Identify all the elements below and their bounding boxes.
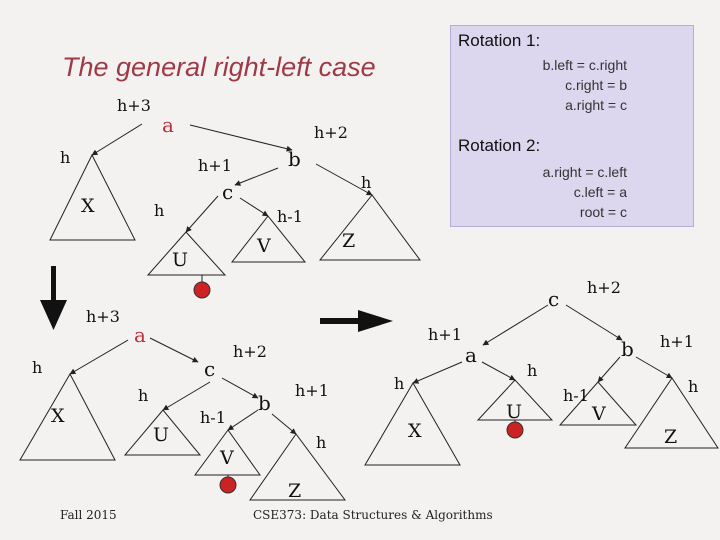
transition-arrow-down-icon (40, 266, 67, 330)
height-label: h (316, 433, 326, 452)
height-label: h+3 (86, 307, 120, 326)
height-label: h (60, 148, 70, 167)
subtree-u (123, 409, 202, 456)
rotation1-line: b.left = c.right (542, 57, 627, 73)
slide-title: The general right-left case (62, 52, 376, 82)
edge-c-u (185, 195, 219, 233)
inserted-node-icon (506, 421, 524, 439)
rotation2-line: a.right = c.left (542, 164, 627, 180)
height-label: h+2 (233, 342, 267, 361)
node-c: c (548, 287, 559, 311)
edge-b-v (597, 356, 621, 383)
height-label: h (32, 358, 42, 377)
tree-after-rotation-1 (19, 337, 346, 501)
subtree-u-label: U (172, 249, 188, 271)
subtree-z-label: Z (342, 230, 355, 252)
rotation2-line: c.left = a (573, 184, 627, 200)
subtree-z (624, 377, 719, 449)
height-label: h (394, 374, 404, 393)
edge-a-x (69, 339, 129, 375)
edge-b-z (635, 356, 673, 379)
height-label: h (154, 201, 164, 220)
node-c: c (222, 180, 233, 204)
subtree-z-label: Z (664, 426, 677, 448)
subtree-u (146, 231, 227, 276)
subtree-x (364, 382, 461, 466)
edge-c-v (239, 197, 269, 217)
height-label: h (361, 173, 371, 192)
subtree-z (318, 194, 421, 261)
subtree-z (249, 433, 346, 501)
rotation1-heading: Rotation 1: (458, 31, 541, 50)
edge-b-z (271, 413, 297, 435)
subtree-u-label: U (506, 401, 522, 423)
inserted-node-icon (219, 476, 237, 494)
node-b: b (258, 391, 271, 415)
edge-a-c (149, 337, 199, 363)
edge-a-x (412, 361, 463, 384)
height-label: h+2 (314, 123, 348, 142)
rotation2-heading: Rotation 2: (458, 136, 541, 155)
subtree-x-label: X (81, 195, 95, 217)
subtree-v-label: V (256, 235, 271, 257)
node-a: a (465, 343, 477, 367)
edge-a-x (91, 123, 143, 156)
height-label: h+2 (587, 278, 621, 297)
height-label: h+1 (660, 332, 694, 351)
edge-a-u (481, 361, 516, 381)
footer-course: CSE373: Data Structures & Algorithms (253, 508, 493, 522)
height-label: h-1 (563, 386, 589, 405)
edge-c-a (482, 304, 549, 346)
transition-arrow-right-icon (320, 310, 393, 332)
edge-b-c (234, 167, 279, 186)
height-label: h+1 (198, 156, 232, 175)
footer-date: Fall 2015 (60, 508, 117, 522)
subtree-v (230, 215, 307, 263)
subtree-v-label: V (219, 447, 234, 469)
subtree-v-label: V (591, 403, 606, 425)
subtree-x-label: X (408, 420, 422, 442)
subtree-u-label: U (153, 424, 169, 446)
rotation1-line: c.right = b (565, 77, 627, 93)
node-a: a (162, 113, 174, 137)
height-label: h-1 (200, 408, 226, 427)
subtree-x (49, 153, 136, 241)
node-a: a (134, 323, 146, 347)
tree-before (49, 123, 421, 288)
height-label: h (138, 386, 148, 405)
node-b: b (621, 337, 634, 361)
edge-c-b (221, 377, 259, 399)
height-label: h (527, 361, 537, 380)
rotation1-line: a.right = c (565, 97, 627, 113)
height-label: h+1 (428, 325, 462, 344)
node-c: c (204, 357, 215, 381)
subtree-x-label: X (51, 405, 65, 427)
rotation-steps-box: Rotation 1: b.left = c.right c.right = b… (450, 25, 694, 227)
edge-c-u (162, 381, 211, 411)
tree-after-rotation-2 (364, 304, 719, 466)
rotation2-line: root = c (579, 204, 627, 220)
height-label: h+1 (295, 381, 329, 400)
subtree-v (558, 381, 638, 426)
height-label: h+3 (117, 96, 151, 115)
height-label: h (688, 377, 698, 396)
edge-c-b (565, 304, 623, 341)
edge-a-b (189, 124, 293, 152)
edge-b-v (227, 409, 259, 431)
subtree-x (19, 372, 116, 461)
height-label: h-1 (277, 207, 303, 226)
inserted-node-icon (193, 281, 211, 299)
subtree-z-label: Z (288, 480, 301, 502)
edge-b-z (315, 163, 373, 196)
node-b: b (288, 147, 301, 171)
